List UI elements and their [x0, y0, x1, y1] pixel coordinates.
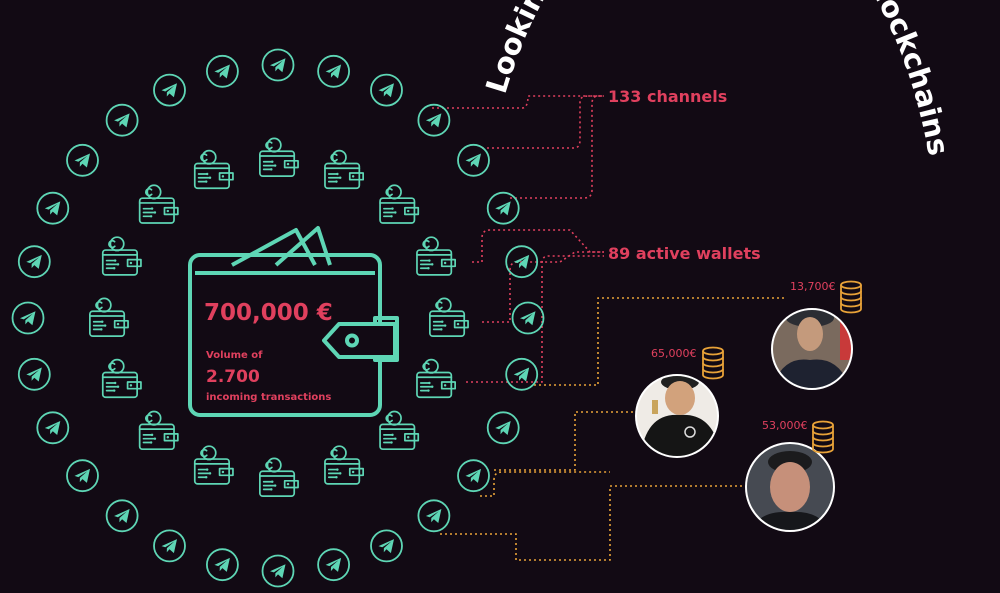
telegram-plane-icon — [36, 411, 70, 445]
telegram-plane-icon — [505, 357, 539, 391]
telegram-plane-icon — [486, 191, 520, 225]
telegram-plane-icon — [105, 103, 139, 137]
telegram-plane-icon — [370, 73, 403, 107]
connector-wallets-3 — [466, 255, 604, 383]
connector-person-3 — [440, 485, 746, 561]
active-wallets-label: 89 active wallets — [608, 244, 761, 263]
connector-person-1 — [534, 297, 786, 386]
telegram-plane-icon — [511, 301, 545, 335]
telegram-plane-icon — [317, 54, 351, 88]
title: Looking into the crystal ball of blockch… — [479, 0, 956, 158]
person-3: 53,000€ — [745, 419, 835, 532]
telegram-plane-icon — [457, 143, 490, 177]
person-1: 13,700€ — [771, 280, 862, 390]
telegram-plane-icon — [417, 499, 451, 533]
wallet-caption-count: 2.700 — [206, 367, 260, 387]
crypto-wallet-icon — [429, 297, 469, 337]
crypto-wallet-icon — [138, 410, 179, 451]
crypto-wallet-icon — [101, 236, 142, 276]
crypto-wallet-icon — [379, 184, 420, 224]
telegram-plane-icon — [505, 245, 539, 279]
crypto-wallet-icon — [138, 184, 179, 224]
telegram-plane-icon — [105, 499, 139, 533]
telegram-plane-icon — [205, 548, 239, 582]
title-text: Looking into the crystal ball of blockch… — [479, 0, 956, 158]
coin-stack-icon — [840, 280, 862, 314]
crypto-wallet-icon — [416, 358, 457, 399]
connector-channels-1 — [432, 95, 604, 109]
wallet-amount: 700,000 € — [204, 300, 333, 326]
telegram-plane-icon — [17, 245, 51, 279]
coin-stack-icon — [702, 346, 724, 380]
crypto-wallet-icon — [324, 149, 365, 190]
telegram-plane-icon — [261, 554, 295, 588]
connector-wallets-1 — [472, 229, 604, 263]
telegram-plane-icon — [11, 301, 45, 335]
crypto-wallet-icon — [193, 445, 234, 485]
telegram-plane-icon — [205, 54, 239, 88]
person-2: 65,000€ — [635, 346, 724, 458]
telegram-plane-icon — [36, 191, 70, 225]
crypto-wallet-icon — [416, 236, 457, 276]
telegram-plane-icon — [261, 48, 295, 82]
telegram-plane-icon — [66, 459, 99, 493]
crypto-wallet-icon — [259, 457, 299, 497]
telegram-plane-icon — [153, 73, 186, 107]
telegram-plane-icon — [486, 411, 520, 445]
connector-wallets-2 — [482, 251, 604, 323]
wallet-caption-line1: Volume of — [206, 350, 263, 361]
connector-channels-3 — [510, 95, 604, 199]
connector-person-2b — [480, 471, 610, 497]
connector-person-2 — [494, 411, 636, 471]
telegram-plane-icon — [417, 103, 451, 137]
connector-channels-2 — [482, 95, 604, 149]
telegram-plane-icon — [457, 459, 490, 493]
person-1-amount: 13,700€ — [790, 280, 836, 293]
connector-lines — [432, 95, 786, 561]
person-3-amount: 53,000€ — [762, 419, 808, 432]
coin-stack-icon — [812, 420, 834, 454]
person-2-amount: 65,000€ — [651, 347, 697, 360]
crypto-wallet-icon — [379, 410, 420, 451]
telegram-plane-icon — [317, 548, 351, 582]
crypto-wallet-icon — [101, 358, 142, 399]
crypto-wallet-icon — [259, 137, 299, 177]
central-wallet-icon — [188, 226, 399, 417]
telegram-plane-icon — [370, 529, 403, 563]
telegram-plane-icon — [66, 143, 99, 177]
telegram-plane-icon — [17, 357, 51, 391]
channels-label: 133 channels — [608, 87, 727, 106]
wallet-caption-line2: incoming transactions — [206, 392, 331, 403]
crypto-wallet-icon — [193, 149, 234, 190]
crypto-wallet-icon — [89, 297, 129, 337]
telegram-plane-icon — [153, 529, 186, 563]
crypto-wallet-icon — [324, 445, 365, 485]
